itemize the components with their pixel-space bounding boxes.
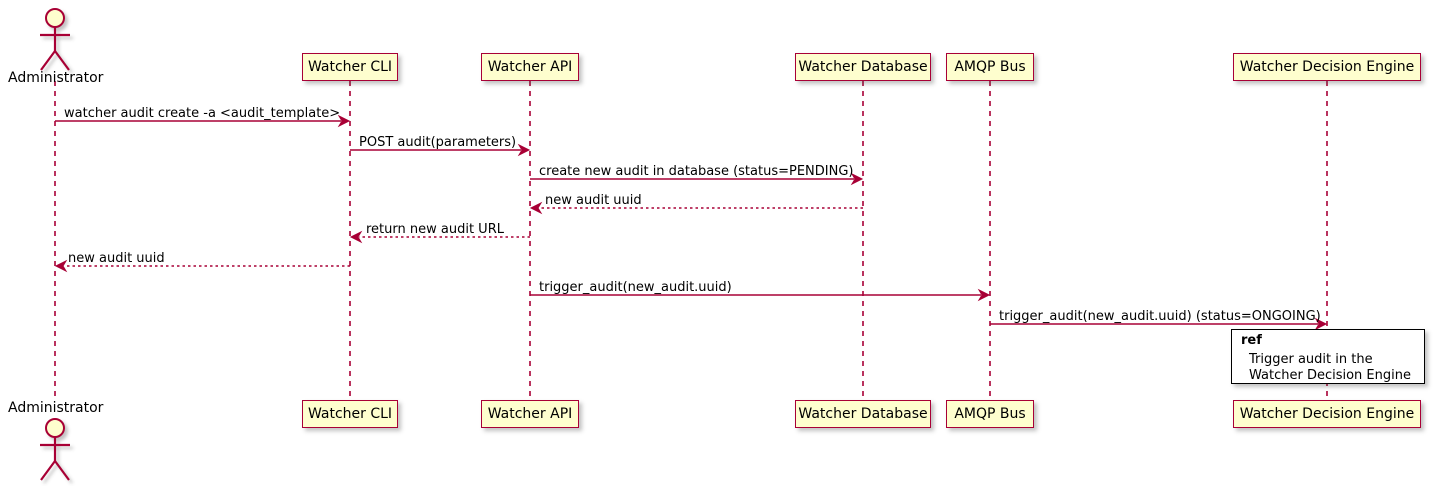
message-arrows-group <box>54 114 1328 331</box>
participant-box-watcher_database-top[interactable]: Watcher Database <box>795 53 931 81</box>
actor-label-administrator-bottom: Administrator <box>8 400 104 416</box>
message-arrow-7 <box>530 288 991 302</box>
message-arrow-1 <box>55 114 351 128</box>
ref-fragment-box <box>1231 329 1425 384</box>
message-arrowhead-2 <box>517 143 531 157</box>
message-arrowhead-1 <box>337 114 351 128</box>
actor-figure-administrator-bottom <box>40 418 70 481</box>
participant-box-amqp_bus-bottom[interactable]: AMQP Bus <box>946 400 1034 428</box>
message-arrowhead-3 <box>850 172 864 186</box>
message-label-6: new audit uuid <box>68 251 165 266</box>
ref-fragment-line-1: Trigger audit in the <box>1249 352 1373 367</box>
actor-figures-group <box>40 8 70 481</box>
message-arrowhead-7 <box>977 288 991 302</box>
message-label-2: POST audit(parameters) <box>359 135 517 150</box>
message-label-3: create new audit in database (status=PEN… <box>539 164 854 179</box>
actor-label-administrator-top: Administrator <box>8 70 104 86</box>
message-label-8: trigger_audit(new_audit.uuid) (status=ON… <box>999 309 1321 324</box>
message-label-1: watcher audit create -a <audit_template> <box>64 106 341 121</box>
message-arrowhead-5 <box>349 230 363 244</box>
ref-fragment-line-2: Watcher Decision Engine <box>1249 368 1411 383</box>
actor-limb-administrator-bottom <box>40 460 56 481</box>
ref-fragment-tab-label: ref <box>1241 333 1262 348</box>
message-label-7: trigger_audit(new_audit.uuid) <box>539 280 732 295</box>
actor-figure-administrator-top <box>40 8 70 71</box>
message-arrow-3 <box>530 172 864 186</box>
message-label-5: return new audit URL <box>366 222 504 237</box>
message-arrowhead-6 <box>54 259 68 273</box>
message-arrowhead-4 <box>529 201 543 215</box>
participant-box-watcher_api-bottom[interactable]: Watcher API <box>481 400 579 428</box>
message-arrow-6 <box>54 259 350 273</box>
participant-box-watcher_cli-bottom[interactable]: Watcher CLI <box>302 400 398 428</box>
participant-box-watcher_database-bottom[interactable]: Watcher Database <box>795 400 931 428</box>
participant-box-watcher_api-top[interactable]: Watcher API <box>481 53 579 81</box>
message-label-4: new audit uuid <box>545 193 642 208</box>
participant-box-watcher_cli-top[interactable]: Watcher CLI <box>302 53 398 81</box>
participant-box-decision_engine-top[interactable]: Watcher Decision Engine <box>1233 53 1421 81</box>
message-arrowhead-8 <box>1314 317 1328 331</box>
actor-limb-administrator-top <box>40 50 56 71</box>
actor-limb-administrator-top <box>54 50 70 71</box>
actor-limb-administrator-bottom <box>54 460 70 481</box>
message-arrow-5 <box>349 230 530 244</box>
message-arrow-2 <box>350 143 531 157</box>
message-arrow-8 <box>990 317 1328 331</box>
message-arrow-4 <box>529 201 863 215</box>
participant-box-amqp_bus-top[interactable]: AMQP Bus <box>946 53 1034 81</box>
participant-box-decision_engine-bottom[interactable]: Watcher Decision Engine <box>1233 400 1421 428</box>
